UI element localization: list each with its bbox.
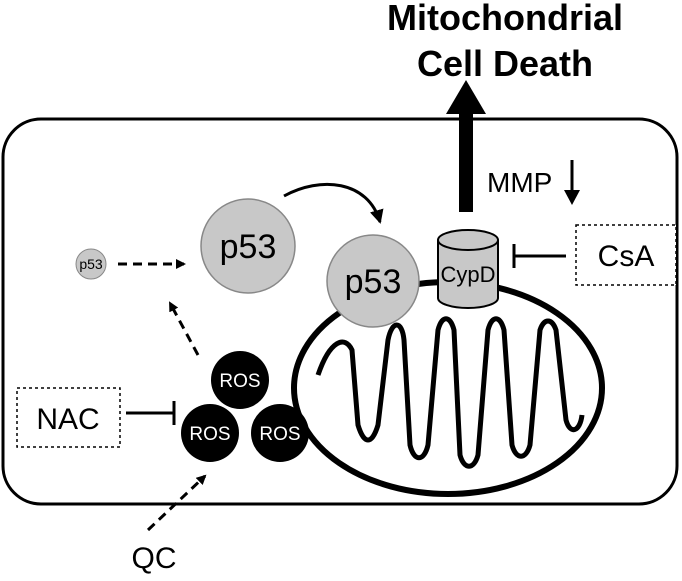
qc-to-ros-arrow <box>146 474 207 532</box>
title-line-1: Mitochondrial <box>387 0 623 38</box>
nac-label: NAC <box>36 403 99 436</box>
p53-medium-circle <box>200 198 296 294</box>
nac-box <box>16 387 121 448</box>
mmp-down-arrow <box>564 160 580 205</box>
ros-top-circle <box>211 351 269 409</box>
mmp-label: MMP <box>487 167 552 198</box>
qc-label: QC <box>132 542 177 575</box>
p53-small-circle <box>75 248 107 280</box>
mitochondrion <box>291 279 605 497</box>
ros-top-label: ROS <box>219 371 260 392</box>
p53-large-label: p53 <box>345 263 402 301</box>
ros-to-p53-arrow <box>168 301 200 356</box>
p53-translocation-arrow <box>283 183 384 224</box>
p53-small-label: p53 <box>79 256 103 272</box>
ros-right-label: ROS <box>259 424 300 445</box>
cell-boundary <box>1 117 679 506</box>
csa-inhibition-line <box>512 244 566 268</box>
ros-right-circle <box>251 404 309 462</box>
csa-box <box>575 224 677 286</box>
p53-medium-label: p53 <box>220 228 277 266</box>
ros-left-circle <box>181 404 239 462</box>
nac-inhibition-line <box>126 401 176 425</box>
csa-label: CsA <box>598 240 655 273</box>
p53-large-circle <box>326 234 420 328</box>
ros-left-label: ROS <box>189 424 230 445</box>
cypd-cylinder <box>437 229 499 309</box>
mitochondrion-cristae <box>315 316 585 469</box>
cypd-label: CypD <box>440 262 495 287</box>
cell-death-arrow <box>446 80 486 212</box>
title-line-2: Cell Death <box>417 43 593 84</box>
